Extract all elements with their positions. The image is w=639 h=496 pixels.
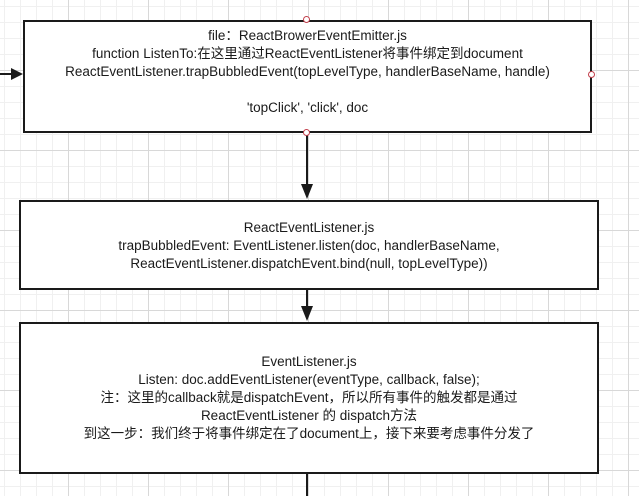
node-3-line-2: Listen: doc.addEventListener(eventType, … (138, 372, 480, 387)
node-2-line-2: trapBubbledEvent: EventListener.listen(d… (118, 238, 500, 253)
node-3-line-5: 到这一步：我们终于将事件绑定在了document上，接下来要考虑事件分发了 (83, 426, 535, 441)
node-2-line-3: ReactEventListener.dispatchEvent.bind(nu… (130, 256, 488, 271)
node-3-line-4: ReactEventListener 的 dispatch方法 (200, 408, 418, 423)
edge-1-arrowhead (301, 184, 313, 199)
connection-handle-bottom[interactable] (303, 129, 310, 136)
node-1-line-3: ReactEventListener.trapBubbledEvent(topL… (65, 64, 550, 79)
node-3-line-3: 注：这里的callback就是dispatchEvent，所以所有事件的触发都是… (100, 390, 518, 405)
node-1-line-2: function ListenTo:在这里通过ReactEventListene… (92, 46, 523, 61)
node-event-listener[interactable]: EventListener.js Listen: doc.addEventLis… (19, 322, 599, 474)
incoming-arrowhead (11, 68, 23, 80)
edge-2-arrowhead (301, 306, 313, 321)
node-react-brower-event-emitter[interactable]: file：ReactBrowerEventEmitter.js function… (23, 20, 592, 133)
node-1-line-5: 'topClick', 'click', doc (246, 100, 369, 115)
node-react-event-listener[interactable]: ReactEventListener.js trapBubbledEvent: … (19, 200, 599, 290)
node-2-line-1: ReactEventListener.js (243, 220, 375, 235)
connection-handle-top[interactable] (303, 16, 310, 23)
node-3-line-1: EventListener.js (261, 354, 357, 369)
node-1-line-1: file：ReactBrowerEventEmitter.js (208, 28, 407, 43)
connection-handle-right[interactable] (588, 71, 595, 78)
